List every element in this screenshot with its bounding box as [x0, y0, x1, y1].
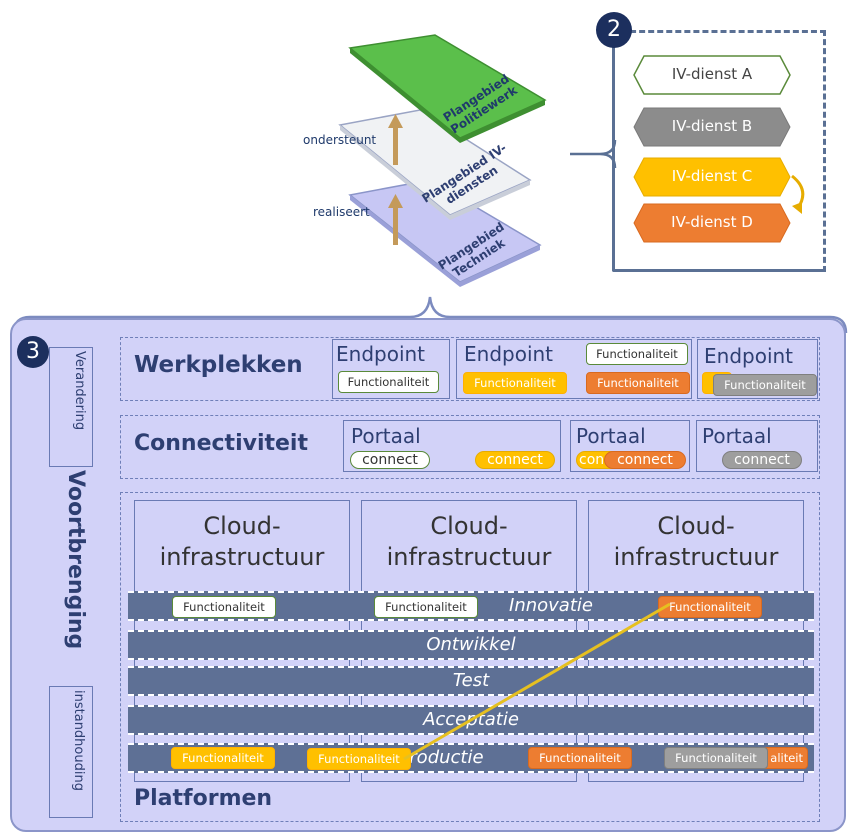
main-badge: 3: [17, 336, 49, 368]
side-verandering-box: [49, 347, 93, 467]
portaal-title-1: Portaal: [351, 424, 421, 448]
functionaliteit-chip[interactable]: Functionaliteit: [307, 748, 411, 770]
functionaliteit-chip[interactable]: Functionaliteit: [171, 747, 275, 769]
functionaliteit-chip[interactable]: Functionaliteit: [658, 596, 762, 618]
endpoint-title-1: Endpoint: [336, 342, 426, 366]
connectiviteit-title: Connectiviteit: [134, 431, 308, 456]
functionaliteit-chip[interactable]: Functionaliteit: [463, 372, 567, 394]
hex-dienst-c[interactable]: [633, 157, 791, 197]
dienst-b-label: IV-dienst B: [671, 117, 753, 135]
connectiviteit-section: [120, 415, 820, 479]
connect-chip[interactable]: connect: [604, 451, 686, 469]
arrow-label-realiseert: realiseert: [313, 205, 370, 219]
platformen-section: [120, 492, 820, 822]
functionaliteit-chip[interactable]: Functionaliteit: [586, 372, 690, 394]
connect-chip[interactable]: connect: [350, 451, 430, 469]
hex-dienst-d[interactable]: [633, 203, 791, 243]
werkplekken-title: Werkplekken: [134, 352, 303, 378]
arrow-realiseert: [393, 205, 398, 245]
stage-ontwikkel: Ontwikkel: [128, 630, 814, 660]
dienst-d-label: IV-dienst D: [671, 213, 753, 231]
functionaliteit-chip[interactable]: Functionaliteit: [338, 371, 439, 393]
functionaliteit-chip[interactable]: Functionaliteit: [586, 343, 688, 365]
endpoint-title-2: Endpoint: [464, 342, 554, 366]
portaal-title-2: Portaal: [576, 424, 646, 448]
diensten-box: [612, 30, 826, 272]
hex-dienst-a[interactable]: [633, 55, 791, 95]
dienst-c-label: IV-dienst C: [671, 167, 753, 185]
endpoint-title-3: Endpoint: [704, 344, 794, 368]
werkplekken-section: [120, 337, 820, 401]
stage-acceptatie: Acceptatie: [128, 705, 814, 735]
functionaliteit-chip[interactable]: Functionaliteit: [713, 374, 817, 396]
connect-chip[interactable]: connect: [475, 451, 555, 469]
connect-chip[interactable]: connect: [722, 451, 802, 469]
functionaliteit-chip[interactable]: Functionaliteit: [172, 596, 276, 618]
platformen-title: Platformen: [134, 786, 273, 811]
functionaliteit-chip[interactable]: Functionaliteit: [664, 747, 768, 769]
side-instandhouding-box: [49, 686, 93, 818]
layer-stack: [338, 34, 547, 287]
arrow-ondersteunt: [393, 125, 398, 165]
diensten-badge: 2: [596, 12, 632, 48]
curved-arrow-icon: [791, 174, 805, 214]
dienst-a-label: IV-dienst A: [671, 65, 753, 83]
functionaliteit-chip[interactable]: Functionaliteit: [374, 596, 478, 618]
stage-test: Test: [128, 666, 814, 696]
arrow-label-ondersteunt: ondersteunt: [303, 133, 377, 147]
diensten-hexes: [633, 55, 791, 243]
hex-dienst-b[interactable]: [633, 107, 791, 147]
functionaliteit-chip[interactable]: Functionaliteit: [528, 747, 632, 769]
portaal-title-3: Portaal: [702, 424, 772, 448]
